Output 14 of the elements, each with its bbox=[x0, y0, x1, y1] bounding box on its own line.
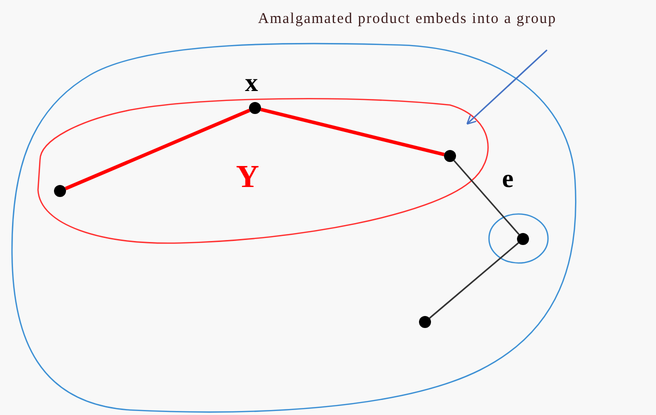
point-dot bbox=[444, 150, 456, 162]
region-label: Y bbox=[236, 160, 260, 192]
annotation-text: Amalgamated product embeds into a group bbox=[258, 12, 557, 27]
point-dot bbox=[419, 316, 431, 328]
point-dot bbox=[249, 102, 261, 114]
point-label: x bbox=[245, 70, 258, 96]
point-label: e bbox=[502, 166, 514, 192]
point-dot bbox=[517, 233, 529, 245]
point-dot bbox=[54, 185, 66, 197]
line-segment bbox=[453, 160, 520, 235]
line-segment bbox=[429, 242, 519, 319]
neighborhood-circle bbox=[488, 213, 549, 264]
line-segment bbox=[260, 108, 445, 156]
arrow bbox=[466, 49, 548, 125]
